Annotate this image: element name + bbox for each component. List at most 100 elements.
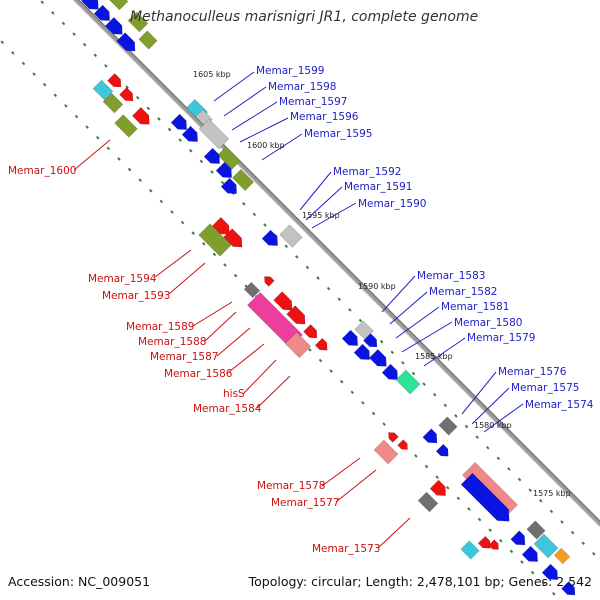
gene-label-memar-1584[interactable]: Memar_1584 [193,403,262,415]
gene-label-memar-1598[interactable]: Memar_1598 [268,81,336,93]
gene-feature[interactable] [354,320,374,340]
gene-label-memar-1592[interactable]: Memar_1592 [333,166,401,178]
gene-feature[interactable] [81,0,102,14]
gene-feature[interactable] [127,11,149,33]
gene-feature[interactable] [203,147,224,168]
gene-label-memar-1591[interactable]: Memar_1591 [344,181,412,193]
gene-feature[interactable] [181,125,202,146]
gene-feature[interactable] [417,491,439,513]
gene-feature[interactable] [303,324,321,342]
gene-feature[interactable] [262,274,275,287]
gene-label-memar-1600[interactable]: Memar_1600 [8,165,76,177]
label-connector [305,186,343,221]
gene-feature[interactable] [220,177,241,198]
gene-label-memar-1590[interactable]: Memar_1590 [358,198,426,210]
gene-feature[interactable] [341,329,362,350]
gene-label-memar-1581[interactable]: Memar_1581 [441,301,509,313]
gene-feature[interactable] [107,73,125,91]
gene-labels-forward: Memar_1599 Memar_1598 Memar_1597 Memar_1… [256,65,594,411]
gene-feature[interactable] [217,146,241,170]
gene-label-memar-1596[interactable]: Memar_1596 [290,111,359,123]
gene-label-memar-1588[interactable]: Memar_1588 [138,336,206,348]
gene-label-memar-1579[interactable]: Memar_1579 [467,332,535,344]
gene-label-memar-1575[interactable]: Memar_1575 [511,382,579,394]
gene-feature[interactable] [116,32,140,56]
gene-feature[interactable] [243,281,261,299]
gene-label-memar-1586[interactable]: Memar_1586 [164,368,233,380]
gene-feature[interactable] [119,87,137,105]
gene-feature[interactable] [541,563,562,584]
label-connector [216,327,251,357]
gene-feature[interactable] [314,337,331,354]
gene-feature[interactable] [102,92,124,114]
gene-label-memar-1593[interactable]: Memar_1593 [102,290,170,302]
gene-feature[interactable] [105,17,126,38]
gene-feature[interactable] [273,291,297,315]
gene-label-memar-1577[interactable]: Memar_1577 [271,497,339,509]
gene-label-memar-1582[interactable]: Memar_1582 [429,286,497,298]
gene-label-memar-1578[interactable]: Memar_1578 [257,480,325,492]
gene-feature[interactable] [438,416,458,436]
gene-feature[interactable] [435,443,452,460]
label-connector [321,457,361,487]
gene-feature[interactable] [460,540,480,560]
gene-label-memar-1583[interactable]: Memar_1583 [417,270,485,282]
gene-feature[interactable] [198,223,232,257]
gene-feature[interactable] [284,331,312,359]
gene-feature[interactable] [386,430,399,443]
gene-feature[interactable] [533,533,559,559]
gene-feature[interactable] [170,113,191,134]
gene-feature[interactable] [369,349,390,370]
gene-feature[interactable] [510,530,529,549]
gene-feature[interactable] [373,439,399,465]
gene-feature[interactable] [526,520,546,540]
kbp-marker-1595: 1595 kbp [302,211,340,220]
gene-feature[interactable] [261,229,282,250]
gene-feature[interactable] [521,545,542,566]
gene-feature[interactable] [477,535,494,552]
gene-label-memar-1573[interactable]: Memar_1573 [312,543,380,555]
gene-feature[interactable] [114,114,138,138]
gene-label-memar-1576[interactable]: Memar_1576 [498,366,567,378]
gene-feature[interactable] [212,217,233,238]
gene-label-memar-1595[interactable]: Memar_1595 [304,128,372,140]
gene-feature[interactable] [488,539,502,553]
gene-feature[interactable] [460,472,515,527]
gene-feature[interactable] [381,363,402,384]
label-connector [231,101,278,131]
gene-feature[interactable] [395,369,421,395]
gene-label-memar-1574[interactable]: Memar_1574 [525,399,594,411]
gene-feature[interactable] [553,547,571,565]
gene-label-memar-1580[interactable]: Memar_1580 [454,317,522,329]
gene-feature[interactable] [561,581,579,599]
gene-feature[interactable] [215,161,236,182]
gene-feature[interactable] [107,0,129,11]
gene-label-memar-1594[interactable]: Memar_1594 [88,273,157,285]
gene-label-memar-1587[interactable]: Memar_1587 [150,351,218,363]
gene-feature[interactable] [429,479,450,500]
gene-feature[interactable] [422,428,441,447]
gene-feature[interactable] [363,333,381,351]
gene-label-hisS[interactable]: hisS [223,388,245,400]
kbp-marker-1575: 1575 kbp [533,489,571,498]
label-connector [192,301,233,327]
gene-labels-reverse: Memar_1600 Memar_1594 Memar_1593 Memar_1… [8,165,380,555]
gene-feature[interactable] [279,224,303,248]
gene-label-memar-1599[interactable]: Memar_1599 [256,65,324,77]
gene-label-memar-1589[interactable]: Memar_1589 [126,321,194,333]
genome-backbone [72,0,600,528]
gene-feature[interactable] [198,118,230,150]
gene-label-memar-1597[interactable]: Memar_1597 [279,96,347,108]
gene-feature[interactable] [138,30,158,50]
gene-feature[interactable] [132,107,153,128]
gene-feature[interactable] [93,4,114,25]
gene-feature[interactable] [92,79,114,101]
gene-feature[interactable] [397,439,411,453]
label-connector [213,71,255,102]
label-connector [401,321,453,353]
gene-feature[interactable] [286,305,310,329]
gene-feature[interactable] [353,343,374,364]
kbp-marker-1590: 1590 kbp [358,282,396,291]
gene-feature[interactable] [232,169,254,191]
label-connector [395,306,440,339]
